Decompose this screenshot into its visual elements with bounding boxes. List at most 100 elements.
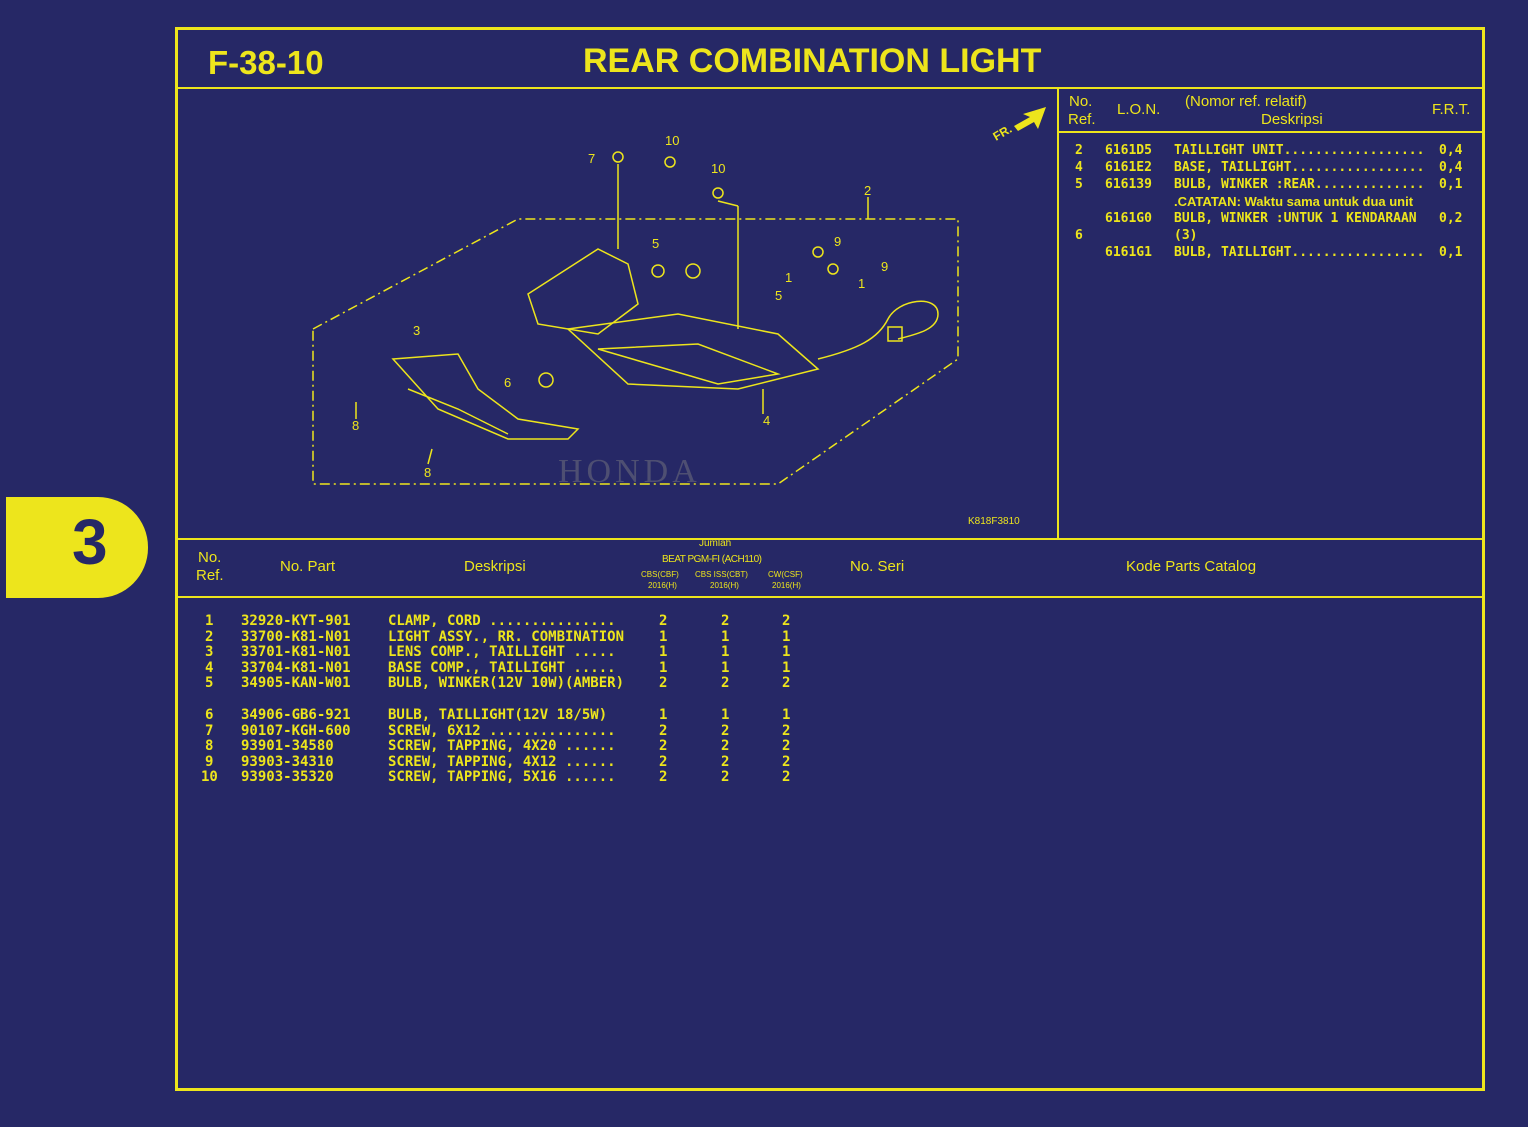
- part-desc: BASE COMP., TAILLIGHT .....: [388, 659, 616, 676]
- honda-watermark: HONDA: [558, 453, 701, 490]
- variant-year: 2016(H): [772, 581, 801, 590]
- part-ref: 2: [205, 628, 214, 645]
- callout: 8: [352, 418, 359, 433]
- callout: 10: [711, 161, 725, 176]
- parts-table-header: No. Ref. No. Part Deskripsi Jumlah BEAT …: [178, 538, 1482, 598]
- part-desc: BULB, TAILLIGHT(12V 18/5W): [388, 707, 608, 723]
- frt-frt: 0,4: [1439, 143, 1463, 158]
- frt-ref: 4: [1075, 160, 1083, 175]
- part-qty: 1: [659, 644, 668, 661]
- callout: 9: [834, 234, 841, 249]
- part-qty: 1: [721, 659, 730, 676]
- drawing-id: K818F3810: [968, 516, 1020, 527]
- part-part: 90107-KGH-600: [241, 722, 351, 739]
- table-row: 10 93903-35320 SCREW, TAPPING, 5X16 ......…: [178, 769, 878, 785]
- frt-frt: 0,4: [1439, 160, 1463, 175]
- frt-lon: 6161E2: [1105, 160, 1152, 175]
- part-ref: 4: [205, 659, 214, 676]
- part-desc: BULB, WINKER(12V 10W)(AMBER): [388, 675, 625, 692]
- frt-row: .CATATAN: Waktu sama untuk dua unit: [1059, 194, 1482, 211]
- frt-desc: BASE, TAILLIGHT.................: [1174, 160, 1425, 175]
- part-qty: 2: [782, 675, 791, 692]
- part-qty: 1: [782, 659, 791, 676]
- part-ref: 5: [205, 675, 214, 692]
- part-qty: 2: [782, 738, 791, 755]
- frt-desc: (3): [1174, 228, 1198, 243]
- part-ref: 10: [201, 769, 218, 786]
- part-part: 34906-GB6-921: [241, 707, 351, 723]
- part-desc: SCREW, TAPPING, 5X16 ......: [388, 769, 616, 786]
- col-ref: Ref.: [1068, 111, 1096, 128]
- frt-ref: 2: [1075, 143, 1083, 158]
- frt-lon: 6161G1: [1105, 245, 1152, 260]
- part-qty: 2: [782, 769, 791, 786]
- part-qty: 2: [721, 722, 730, 739]
- table-row: 7 90107-KGH-600 SCREW, 6X12 ..............…: [178, 723, 878, 739]
- frt-frt: 0,1: [1439, 177, 1463, 192]
- part-qty: 2: [659, 769, 668, 786]
- part-desc: SCREW, TAPPING, 4X12 ......: [388, 753, 616, 770]
- frt-desc: BULB, WINKER :REAR..............: [1174, 177, 1425, 192]
- exploded-diagram: FR. HONDA 10 7 10 2 5 9 1 9 1 5 3 6 4 8 …: [178, 89, 1059, 538]
- part-ref: 3: [205, 644, 214, 661]
- col-desc: Deskripsi: [1261, 111, 1323, 128]
- col-part: No. Part: [280, 558, 336, 575]
- direction-label: FR.: [991, 122, 1015, 144]
- callout: 7: [588, 151, 595, 166]
- frt-table: No. Ref. L.O.N. (Nomor ref. relatif) Des…: [1059, 89, 1482, 538]
- part-qty: 1: [782, 707, 791, 723]
- callout: 8: [424, 465, 431, 480]
- part-desc: SCREW, TAPPING, 4X20 ......: [388, 738, 616, 755]
- part-qty: 2: [659, 613, 668, 629]
- col-desc-top: (Nomor ref. relatif): [1185, 93, 1307, 110]
- col-desc: Deskripsi: [464, 558, 526, 575]
- col-no: No.: [1069, 93, 1093, 110]
- part-qty: 2: [721, 738, 730, 755]
- variant-name: CBS ISS(CBT): [695, 570, 748, 579]
- page-title: REAR COMBINATION LIGHT: [583, 42, 1042, 80]
- part-qty: 2: [721, 769, 730, 786]
- col-serial: No. Seri: [850, 558, 905, 575]
- frt-table-header: No. Ref. L.O.N. (Nomor ref. relatif) Des…: [1059, 89, 1482, 133]
- chapter-number: 3: [72, 506, 108, 578]
- part-qty: 2: [659, 753, 668, 770]
- part-qty: 2: [782, 722, 791, 739]
- callout: 9: [881, 259, 888, 274]
- col-model: BEAT PGM-FI (ACH110): [662, 554, 762, 565]
- col-catalog: Kode Parts Catalog: [1126, 558, 1257, 575]
- callout: 5: [775, 288, 782, 303]
- col-no: No.: [198, 549, 222, 566]
- part-ref: 8: [205, 738, 214, 755]
- frt-frt: 0,1: [1439, 245, 1463, 260]
- callout: 2: [864, 183, 871, 198]
- part-ref: 1: [205, 613, 214, 629]
- direction-arrow-icon: [1014, 107, 1046, 131]
- part-part: 32920-KYT-901: [241, 613, 351, 629]
- chapter-tab[interactable]: 3: [6, 497, 148, 598]
- part-qty: 2: [721, 613, 730, 629]
- part-qty: 1: [659, 707, 668, 723]
- callout: 6: [504, 375, 511, 390]
- part-qty: 1: [721, 707, 730, 723]
- part-part: 93903-35320: [241, 769, 334, 786]
- variant-name: CW(CSF): [768, 570, 803, 579]
- part-ref: 7: [205, 722, 214, 739]
- col-lon: L.O.N.: [1117, 101, 1161, 118]
- part-qty: 2: [721, 675, 730, 692]
- part-qty: 1: [659, 659, 668, 676]
- callout: 3: [413, 323, 420, 338]
- part-desc: SCREW, 6X12 ...............: [388, 722, 616, 739]
- part-qty: 2: [782, 753, 791, 770]
- frt-lon: 6161G0: [1105, 211, 1152, 226]
- callout: 1: [858, 276, 865, 291]
